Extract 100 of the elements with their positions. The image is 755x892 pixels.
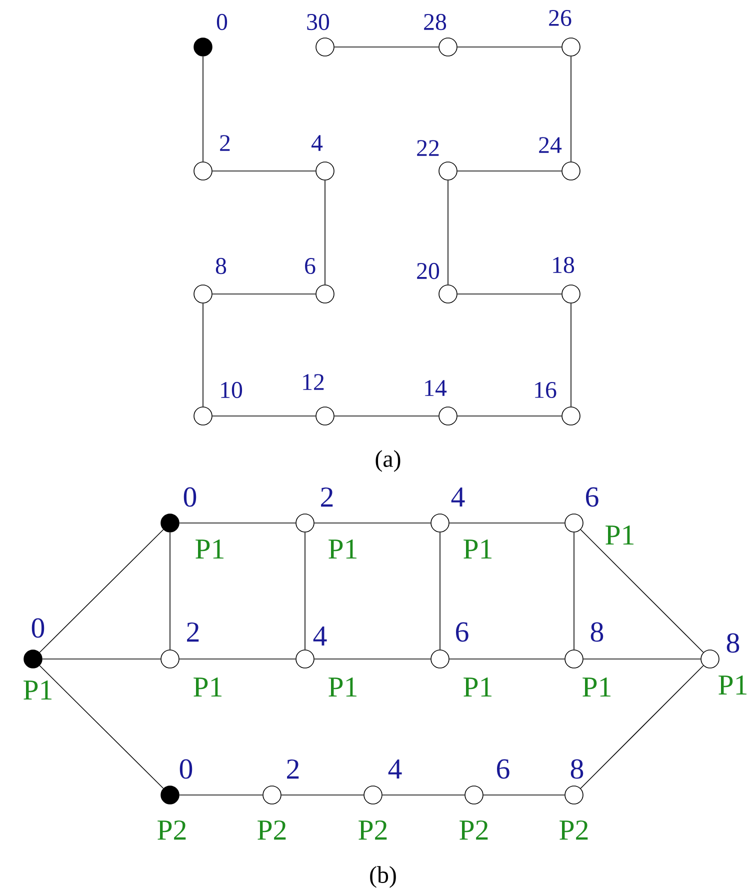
vertex-circle	[160, 650, 180, 668]
processor-label: P1	[582, 677, 610, 697]
vertex-circle	[438, 406, 458, 426]
processor-label: P1	[606, 525, 634, 545]
vertex-number: 26	[549, 10, 572, 26]
processor-label: P1	[328, 677, 356, 697]
processor-label: P2	[158, 820, 186, 840]
vertex-circle	[430, 650, 450, 668]
vertex-number: 2	[187, 622, 199, 642]
vertex-number: 2	[321, 487, 333, 507]
vertex-circle	[24, 650, 42, 668]
vertex-number: 6	[586, 487, 598, 507]
edge-line	[179, 658, 296, 660]
vertex-number: 0	[32, 618, 44, 638]
vertex-number: 8	[570, 759, 584, 779]
vertex-circle	[160, 786, 180, 804]
vertex-circle	[316, 162, 334, 180]
vertex-number: 24	[539, 137, 562, 153]
vertex-circle	[562, 162, 580, 180]
edge-line	[382, 794, 465, 796]
edge-line	[314, 522, 431, 524]
edge-line	[281, 794, 364, 796]
vertex-number: 10	[221, 382, 242, 398]
edge-line	[39, 665, 164, 789]
edge-line	[449, 658, 565, 660]
edge-line	[583, 658, 701, 660]
vertex-circle	[438, 38, 458, 56]
edge-line	[179, 794, 263, 796]
vertex-number: 0	[180, 759, 192, 779]
vertex-circle	[564, 514, 584, 532]
processor-label: P2	[258, 820, 286, 840]
edge-line	[449, 522, 565, 524]
vertex-circle	[364, 786, 382, 804]
edge-line	[580, 665, 704, 789]
caption-label: (b)	[370, 866, 396, 888]
edge-line	[202, 56, 204, 162]
vertex-circle	[438, 284, 458, 304]
vertex-circle	[316, 406, 334, 426]
vertex-number: 4	[312, 135, 323, 151]
vertex-number: 2	[220, 135, 230, 151]
vertex-circle	[194, 162, 212, 180]
vertex-number: 14	[425, 380, 447, 396]
vertex-number: 16	[535, 382, 556, 398]
vertex-number: 28	[424, 14, 446, 30]
processor-label: P1	[196, 539, 224, 559]
vertex-circle	[296, 650, 314, 668]
vertex-circle	[564, 650, 584, 668]
edge-line	[580, 529, 704, 653]
vertex-circle	[562, 38, 580, 56]
vertex-number: 6	[497, 759, 510, 779]
vertex-circle	[194, 284, 212, 304]
edge-line	[570, 56, 572, 162]
processor-label: P2	[358, 820, 387, 840]
edge-line	[39, 529, 164, 653]
edge-line	[202, 303, 204, 407]
vertex-circle	[464, 786, 484, 804]
edge-line	[324, 180, 326, 285]
vertex-number: 6	[305, 258, 316, 274]
vertex-number: 0	[216, 14, 228, 30]
vertex-number: 6	[456, 622, 468, 642]
processor-label: P2	[560, 820, 588, 840]
vertex-circle	[316, 284, 334, 304]
edge-line	[212, 170, 316, 172]
vertex-circle	[562, 406, 580, 426]
vertex-circle	[194, 38, 212, 56]
vertex-number: 4	[388, 760, 402, 778]
edge-line	[483, 794, 565, 796]
edge-line	[334, 46, 439, 48]
processor-label: P1	[328, 539, 356, 559]
vertex-number: 30	[307, 14, 330, 30]
vertex-circle	[438, 162, 458, 180]
vertex-circle	[160, 514, 180, 532]
vertex-number: 8	[726, 633, 740, 653]
edge-line	[42, 658, 161, 660]
processor-label: P1	[194, 677, 222, 697]
vertex-circle	[564, 786, 584, 804]
vertex-number: 8	[590, 622, 604, 642]
vertex-number: 22	[417, 140, 439, 156]
processor-label: P1	[718, 675, 746, 695]
processor-label: P1	[464, 677, 492, 697]
edge-line	[570, 303, 572, 407]
vertex-circle	[562, 284, 580, 304]
edge-line	[457, 46, 562, 48]
vertex-number: 4	[313, 626, 327, 646]
vertex-number: 8	[216, 258, 226, 274]
vertex-circle	[262, 786, 282, 804]
vertex-circle	[316, 38, 334, 56]
edge-line	[314, 658, 431, 660]
vertex-number: 12	[303, 374, 324, 390]
vertex-circle	[430, 514, 450, 532]
caption-label: (a)	[376, 450, 400, 472]
vertex-number: 4	[451, 488, 465, 507]
edge-line	[457, 170, 562, 172]
vertex-circle	[700, 650, 720, 668]
processor-label: P2	[460, 820, 488, 840]
vertex-circle	[296, 514, 314, 532]
vertex-number: 2	[287, 759, 299, 779]
vertex-number: 18	[553, 256, 574, 274]
edge-line	[304, 532, 306, 650]
vertex-circle	[194, 406, 212, 426]
